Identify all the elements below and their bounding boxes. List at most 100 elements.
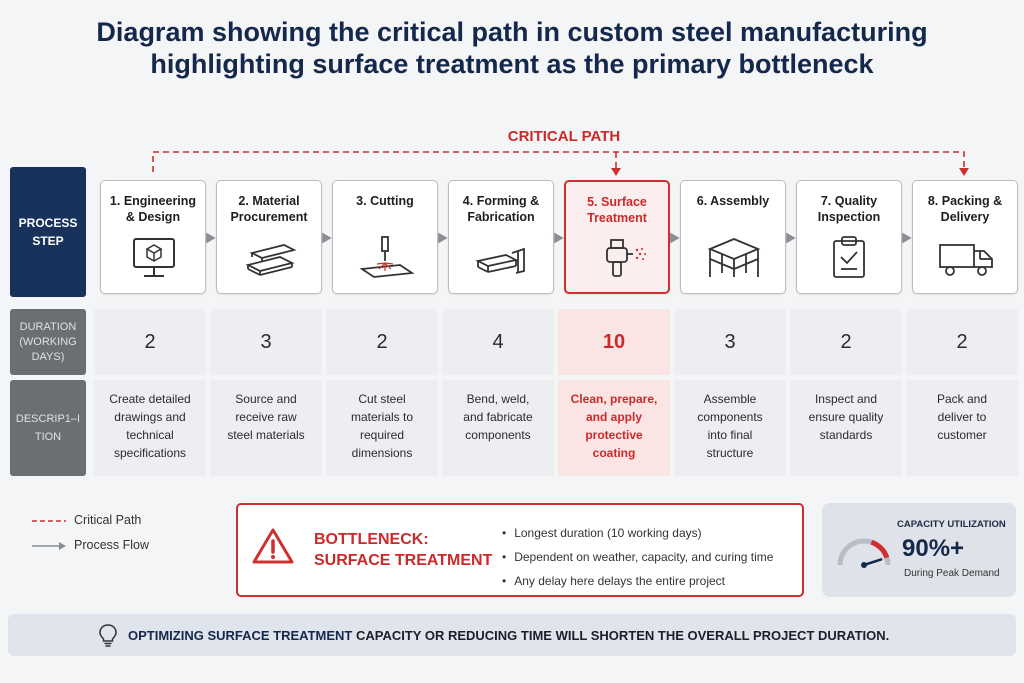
description-line: Pack and <box>936 392 988 406</box>
arrow-right-icon <box>32 541 66 550</box>
step-card-1: 1. Engineering& Design <box>100 180 206 294</box>
duration-cell-6: 3 <box>674 309 786 375</box>
description-line: Source and <box>235 392 297 406</box>
description-line: coating <box>592 446 636 460</box>
step-card-8: 8. Packing & Delivery <box>912 180 1018 294</box>
capacity-value: 90%+ <box>902 535 965 562</box>
row-label-line: DESCRIP1–I <box>15 413 81 425</box>
capacity-subtitle: During Peak Demand <box>904 568 1000 579</box>
spray-gun-icon <box>606 239 646 277</box>
step-title-line: 4. Forming & <box>462 194 540 208</box>
description-line: steel materials <box>227 428 305 442</box>
description-line: and fabricate <box>463 410 533 424</box>
bottleneck-title-line: SURFACE TREATMENT <box>314 552 493 569</box>
steel-beams-icon <box>245 244 297 276</box>
bottleneck-title: BOTTLENECK: SURFACE TREATMENT <box>314 529 504 571</box>
description-line: receive raw <box>235 410 297 424</box>
duration-value: 3 <box>260 330 272 353</box>
step-title-line: Inspection <box>817 210 881 224</box>
banner-text: CAPACITY OR REDUCING TIME WILL SHORTEN T… <box>352 627 890 643</box>
description-line: protective <box>585 428 643 442</box>
delivery-truck-icon <box>939 244 993 276</box>
step-title: 1. Engineering& Design <box>105 193 201 225</box>
legend-label: Process Flow <box>74 538 150 552</box>
row-label-line: STEP <box>32 234 64 248</box>
description-line: Cut steel <box>358 392 406 406</box>
description-line: and apply <box>585 410 642 424</box>
step-title-line: 2. Material <box>238 194 300 208</box>
legend-critical-path: Critical Path <box>32 513 141 527</box>
row-label-line: PROCESS <box>18 216 78 230</box>
legend-label: Critical Path <box>74 513 142 527</box>
description-line: structure <box>706 446 754 460</box>
duration-cell-3: 2 <box>326 309 438 375</box>
capacity-label: CAPACITY UTILIZATION <box>897 519 1006 530</box>
step-title-line: Treatment <box>587 211 647 225</box>
step-title: 4. Forming &Fabrication <box>453 193 549 225</box>
bottleneck-box: BOTTLENECK: SURFACE TREATMENT Longest du… <box>236 503 804 597</box>
bottleneck-point: Any delay here delays the entire project <box>502 569 773 593</box>
row-label-process-step: PROCESS STEP <box>10 167 86 297</box>
step-title-line: 5. Surface <box>587 195 647 209</box>
duration-cell-8: 2 <box>906 309 1018 375</box>
critical-path-label: CRITICAL PATH <box>507 128 621 145</box>
warning-icon <box>252 528 294 564</box>
capacity-utilization-panel: CAPACITY UTILIZATION 90%+ During Peak De… <box>822 503 1016 597</box>
duration-value: 2 <box>144 330 156 353</box>
step-title-line: 7. Quality <box>820 194 878 208</box>
description-cell-4: Bend, weld, and fabricate components <box>442 380 554 476</box>
row-label-line: DURATION <box>19 320 77 333</box>
gauge-icon <box>837 538 891 568</box>
step-title-line: 8. Packing & <box>927 194 1003 208</box>
description-line: technical <box>126 428 174 442</box>
description-cell-2: Source and receive raw steel materials <box>210 380 322 476</box>
description-line: deliver to <box>937 410 987 424</box>
step-card-6: 6. Assembly <box>680 180 786 294</box>
bottleneck-point: Dependent on weather, capacity, and curi… <box>502 545 773 569</box>
description-line: components <box>697 410 763 424</box>
duration-cell-5: 10 <box>558 309 670 375</box>
description-line: specifications <box>113 446 187 460</box>
title-line-2: highlighting surface treatment as the pr… <box>150 49 874 79</box>
step-title-line: Delivery <box>940 210 990 224</box>
description-line: Bend, weld, <box>466 392 530 406</box>
duration-value: 2 <box>840 330 852 353</box>
cutting-torch-icon <box>359 236 415 278</box>
duration-cell-2: 3 <box>210 309 322 375</box>
bottleneck-point: Longest duration (10 working days) <box>502 521 773 545</box>
clipboard-check-icon <box>833 236 865 278</box>
bottleneck-points: Longest duration (10 working days) Depen… <box>502 521 773 593</box>
row-label-description: DESCRIP1–I TION <box>10 380 86 476</box>
description-line: components <box>465 428 531 442</box>
row-label-line: TION <box>34 431 62 443</box>
process-flow-arrows <box>206 232 912 244</box>
step-title: 8. Packing & Delivery <box>917 193 1013 225</box>
lightbulb-icon <box>99 624 117 647</box>
description-line: Clean, prepare, <box>570 392 658 406</box>
step-card-4: 4. Forming &Fabrication <box>448 180 554 294</box>
page-title: Diagram showing the critical path in cus… <box>0 16 1024 80</box>
step-card-3: 3. Cutting <box>332 180 438 294</box>
step-title-line: 1. Engineering <box>109 194 197 208</box>
legend-process-flow: Process Flow <box>32 538 149 552</box>
critical-path-line <box>152 151 969 176</box>
conclusion-banner: OPTIMIZING SURFACE TREATMENT CAPACITY OR… <box>8 614 1016 656</box>
formed-steel-icon <box>475 247 525 274</box>
description-line: dimensions <box>351 446 413 460</box>
duration-cell-7: 2 <box>790 309 902 375</box>
description-cell-5: Clean, prepare, and apply protective coatin… <box>558 380 670 476</box>
duration-value: 10 <box>602 330 626 353</box>
step-title-line: 6. Assembly <box>696 194 770 208</box>
step-title: 6. Assembly <box>685 193 781 209</box>
description-line: Assemble <box>703 392 757 406</box>
